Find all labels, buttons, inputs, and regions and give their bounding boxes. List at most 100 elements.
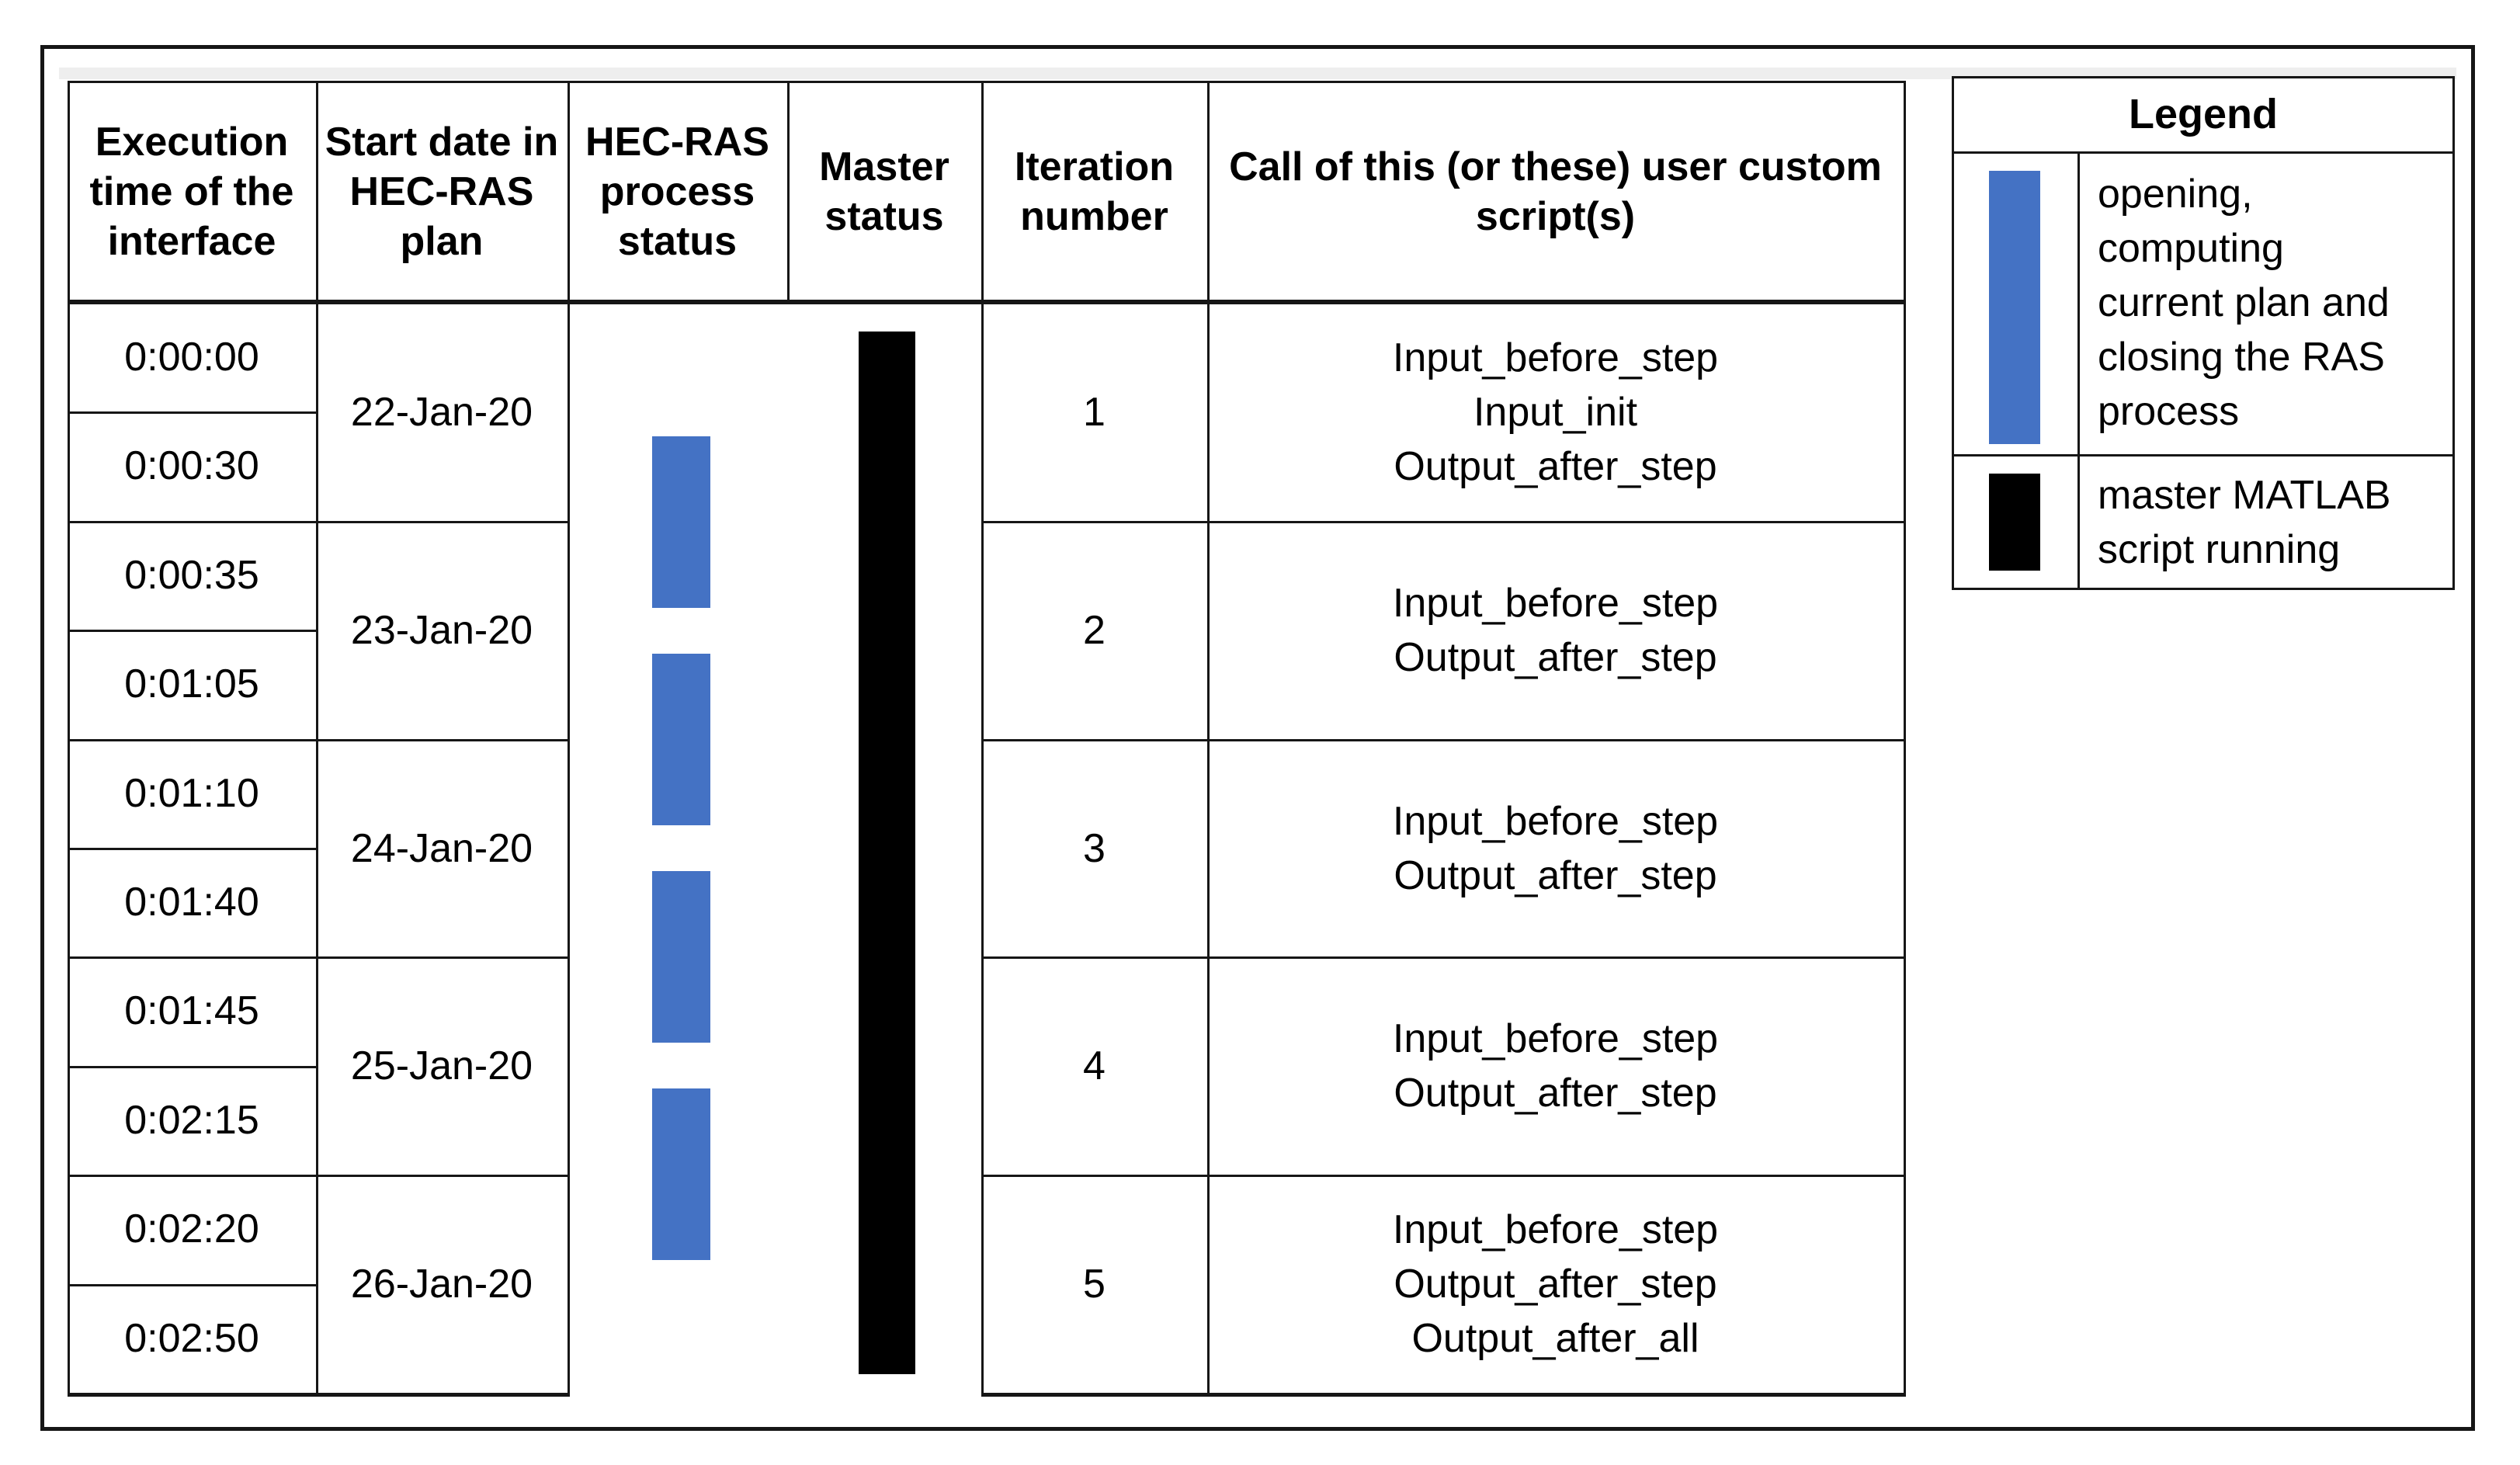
header-cell-execution-time: Execution time of the interface: [68, 81, 316, 303]
grid-line: [68, 521, 570, 523]
grid-line: [981, 81, 984, 1393]
header-cell-script-calls: Call of this (or these) user custom scri…: [1207, 81, 1904, 303]
header-line: Call of this (or these) user custom: [1229, 144, 1882, 189]
legend-label-line: current plan and: [2098, 280, 2390, 325]
script-line: Input_before_step: [1392, 798, 1719, 844]
date-cell: 26-Jan-20: [350, 1261, 533, 1307]
grid-line: [68, 848, 318, 850]
time-cell: 0:02:15: [124, 1098, 259, 1143]
grid-line: [68, 739, 570, 741]
legend-label-line: script running: [2098, 526, 2341, 572]
grid-line: [981, 739, 1906, 741]
legend-swatch-cell: [1952, 171, 2077, 444]
script-line: Input_init: [1473, 389, 1638, 435]
script-line: Output_after_step: [1394, 852, 1717, 898]
grid-line: [787, 81, 790, 303]
legend-swatch-cell: [1952, 474, 2077, 571]
outer-frame: [40, 45, 2475, 1431]
hec-ras-process-bar: [652, 654, 710, 825]
header-line: Master: [819, 144, 949, 189]
grid-line: [1207, 81, 1210, 1393]
grid-line: [981, 1393, 1906, 1397]
iteration-cell: 5: [1083, 1261, 1106, 1307]
header-line: HEC-RAS: [585, 120, 769, 165]
header-cell-hecras-process-status: HEC-RAS process status: [568, 81, 787, 303]
grid-line: [68, 956, 570, 959]
hec-ras-process-bar: [652, 1088, 710, 1260]
hec-ras-process-bar: [652, 871, 710, 1043]
iteration-cell: 1: [1083, 389, 1106, 435]
script-line: Output_after_step: [1394, 1070, 1717, 1116]
grid-line: [68, 81, 70, 1393]
iteration-cell: 2: [1083, 607, 1106, 653]
header-line: time of the: [89, 169, 294, 214]
legend-divider: [2077, 151, 2080, 590]
date-cell: 23-Jan-20: [350, 607, 533, 653]
header-line: status: [617, 219, 738, 264]
time-cell: 0:00:00: [124, 335, 259, 380]
legend: [1952, 76, 2455, 590]
date-cell: 24-Jan-20: [350, 825, 533, 871]
master-status-bar: [859, 332, 915, 1374]
header-cell-master-status: Master status: [787, 81, 981, 303]
header-line: Execution: [95, 120, 289, 165]
grid-line: [981, 956, 1906, 959]
grid-line: [1904, 81, 1906, 1393]
iteration-cell: 3: [1083, 825, 1106, 871]
time-cell: 0:00:30: [124, 443, 259, 488]
grid-line: [981, 1175, 1906, 1177]
time-cell: 0:01:40: [124, 880, 259, 925]
grid-line: [68, 81, 1906, 83]
header-line: Start date in: [325, 120, 559, 165]
script-cell: Input_before_step Input_init Output_afte…: [1210, 303, 1901, 521]
legend-label-line: master MATLAB: [2098, 472, 2391, 518]
time-cell: 0:00:35: [124, 553, 259, 598]
header-line: process: [599, 169, 755, 214]
grid-line: [316, 81, 318, 1393]
top-shading-band: [59, 68, 2456, 79]
script-cell: Input_before_step Output_after_step: [1210, 739, 1901, 957]
legend-swatch-ras-process: [1989, 171, 2040, 444]
time-cell: 0:01:05: [124, 661, 259, 706]
legend-label-line: computing: [2098, 226, 2284, 271]
header-line: Iteration: [1014, 144, 1175, 189]
grid-line: [68, 630, 318, 632]
legend-label-line: opening,: [2098, 172, 2253, 217]
grid-line: [68, 1066, 318, 1068]
header-cell-start-date: Start date in HEC-RAS plan: [316, 81, 568, 303]
header-line: interface: [107, 219, 276, 264]
date-cell: 25-Jan-20: [350, 1043, 533, 1088]
script-line: Output_after_step: [1394, 634, 1717, 680]
iteration-cell: 4: [1083, 1043, 1106, 1088]
header-line: number: [1020, 194, 1168, 239]
time-cell: 0:02:20: [124, 1206, 259, 1251]
header-line: plan: [400, 219, 484, 264]
header-cell-iteration-number: Iteration number: [981, 81, 1207, 303]
script-cell: Input_before_step Output_after_step: [1210, 521, 1901, 739]
date-cell: 22-Jan-20: [350, 389, 533, 435]
time-cell: 0:02:50: [124, 1316, 259, 1361]
legend-divider: [1952, 151, 2455, 154]
grid-line: [68, 1393, 570, 1397]
legend-item-label: opening, computing current plan and clos…: [2098, 151, 2442, 454]
script-line: Output_after_step: [1394, 443, 1717, 489]
time-cell: 0:01:45: [124, 988, 259, 1033]
header-line: HEC-RAS: [349, 169, 534, 214]
header-line: status: [824, 194, 944, 239]
header-separator-line: [68, 300, 1906, 304]
time-cell: 0:01:10: [124, 771, 259, 816]
legend-swatch-master-script: [1989, 474, 2040, 571]
script-line: Input_before_step: [1392, 1206, 1719, 1252]
script-line: Output_after_step: [1394, 1261, 1717, 1307]
legend-label-line: closing the RAS: [2098, 335, 2385, 380]
legend-item-label: master MATLAB script running: [2098, 454, 2442, 590]
script-cell: Input_before_step Output_after_step Outp…: [1210, 1175, 1901, 1393]
script-line: Input_before_step: [1392, 580, 1719, 626]
script-cell: Input_before_step Output_after_step: [1210, 956, 1901, 1175]
script-line: Output_after_all: [1411, 1315, 1699, 1361]
script-line: Input_before_step: [1392, 335, 1719, 380]
script-line: Input_before_step: [1392, 1015, 1719, 1061]
grid-line: [68, 1175, 570, 1177]
grid-line: [68, 1284, 318, 1286]
